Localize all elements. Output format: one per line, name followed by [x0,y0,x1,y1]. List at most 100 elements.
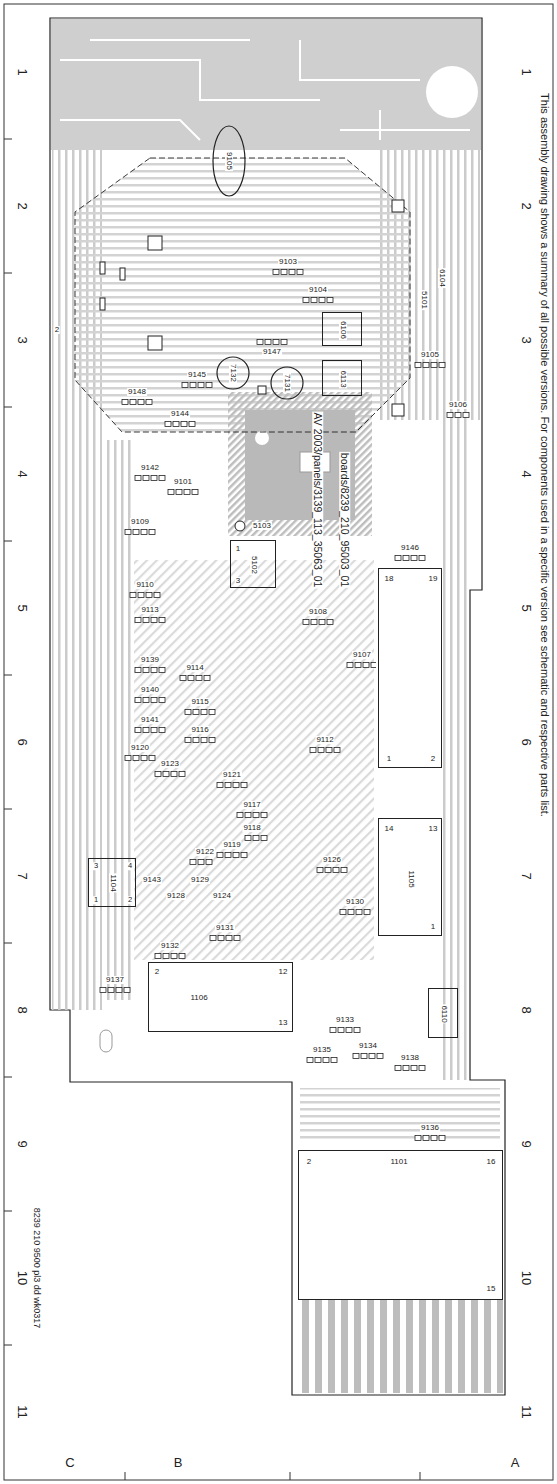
component-label: 6110 [440,1004,448,1023]
callout-number: 9103 [278,258,298,266]
callout-number: 9101 [173,478,193,486]
trace-bundle [134,560,374,960]
trace-bundle [440,420,470,1080]
callout-number: 9141 [140,716,160,724]
component-label: 7131 [283,373,291,393]
outline-shape [271,367,303,399]
grid-index: 4 [16,469,29,478]
callout-number: 9148 [127,388,147,396]
grid-index: 5 [16,603,29,612]
component-pad [148,236,162,250]
pad-row [134,696,166,704]
pad-rows [99,268,470,1142]
callout-number: 9128 [166,892,186,900]
callout-number: 9142 [140,464,160,472]
ic-body [245,410,355,520]
grid-index: 5 [520,603,533,612]
trace-bundle [104,440,132,1000]
shield-outline [75,158,410,432]
component-label: 19 [428,575,439,583]
grid-index: 3 [16,335,29,344]
component-label: 1 [235,545,241,553]
note-text: This assembly drawing shows a summary of… [539,92,550,818]
callout-number: 9144 [170,410,190,418]
pad-row [216,851,248,859]
pad-row [184,708,216,716]
grid-index: 11 [520,1404,533,1420]
pad-row [346,661,376,669]
component-label: 1104 [109,873,117,892]
callout-number: 9143 [142,876,162,884]
component-pad [148,336,162,350]
pad-row [244,834,268,842]
pad-row [394,1064,426,1072]
component-pad [258,386,266,394]
connector-box: 6110 [428,988,458,1038]
callout-number: 9131 [215,924,235,932]
callout-number: 9129 [190,876,210,884]
component-pad [120,268,125,280]
callout-number: 9118 [242,824,261,832]
component-outline: 9105 [212,125,246,197]
component-label: 5102 [250,555,258,575]
pad-row [134,474,166,482]
pad-row [189,858,213,866]
callout-number: 9109 [130,518,150,526]
outline-shape [217,357,249,389]
callout-number: 9140 [140,686,160,694]
component-label: 6113 [339,369,347,388]
pad-row [302,296,334,304]
component-label: 1 [93,896,99,904]
component-pad [100,298,105,310]
grid-index: 7 [520,871,533,880]
grid-index: 6 [520,737,533,746]
connector-box: 6106 [322,312,362,346]
callout-number: 9133 [335,1016,355,1024]
callout-number: 9116 [190,726,209,734]
pad-row [167,488,199,496]
pad-row [309,746,341,754]
component-label: 1101 [389,1158,408,1166]
ic-mark [255,431,269,445]
component-label: 4 [127,862,133,870]
board-hole [100,1030,112,1052]
callout-number: 9134 [358,1042,378,1050]
callout-number: 9115 [190,698,209,706]
grid-index: 7 [16,871,29,880]
callout-number: 9136 [420,1124,440,1132]
outline-shape [213,126,245,196]
callout-number: 9106 [448,401,468,409]
pad-row [306,1056,338,1064]
callout-number: 9117 [242,801,261,809]
grid-index: 1 [16,67,29,76]
connector-box: 11043421 [88,858,136,907]
connector-box: 110621213 [148,962,293,1032]
callout-number: 9132 [160,942,180,950]
pad-row [124,754,156,762]
callout-number: 9139 [140,656,160,664]
sheet-frame [4,4,553,1480]
pad-row [272,268,304,276]
drawing-id: 8239 210 9500 pl3 dd wk0317 [32,1207,41,1330]
component-pad [392,200,404,212]
pad-row [352,1052,384,1060]
connector-box: 211011615 [298,1150,503,1300]
pad-row [134,726,166,734]
callout-number: 9114 [185,664,204,672]
pad-row [394,554,426,562]
pad-row [209,934,241,942]
grid-index: 8 [16,1005,29,1014]
pin-number: 2 [54,326,60,334]
component-pad [100,262,105,274]
component-label: 13 [278,1019,289,1027]
grid-index: 1 [520,67,533,76]
pad-row [184,736,216,744]
pad-row [216,781,248,789]
mounting-hole [426,66,478,118]
pad-row [164,420,196,428]
copper-pour [51,19,481,150]
grid-index: 8 [520,1005,533,1014]
trace-bundle [75,158,410,432]
component-label: 2 [154,968,160,976]
